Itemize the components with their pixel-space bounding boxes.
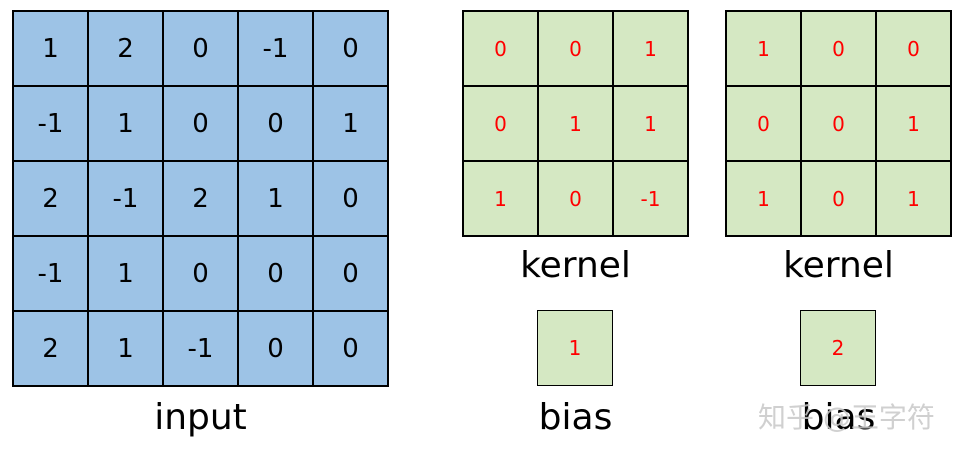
kernel-1-label: kernel xyxy=(520,245,631,286)
bias-2-box: 2 xyxy=(800,310,876,386)
kernel-cell: 0 xyxy=(801,86,876,161)
input-cell: 0 xyxy=(238,311,313,386)
input-cell: 2 xyxy=(13,161,88,236)
input-cell: 1 xyxy=(88,311,163,386)
input-cell: 0 xyxy=(163,86,238,161)
input-cell: 0 xyxy=(238,86,313,161)
input-cell: 1 xyxy=(13,11,88,86)
kernel-cell: 0 xyxy=(876,11,951,86)
input-cell: 2 xyxy=(88,11,163,86)
input-cell: 1 xyxy=(88,236,163,311)
input-cell: 0 xyxy=(313,236,388,311)
input-cell: 2 xyxy=(13,311,88,386)
kernel-cell: 0 xyxy=(538,11,613,86)
input-cell: 0 xyxy=(163,11,238,86)
input-cell: 1 xyxy=(313,86,388,161)
bias-1-label: bias xyxy=(538,397,613,438)
input-cell: 1 xyxy=(88,86,163,161)
kernel-cell: -1 xyxy=(613,161,688,236)
input-cell: 0 xyxy=(313,11,388,86)
kernel-cell: 0 xyxy=(463,11,538,86)
kernel-2-label: kernel xyxy=(783,245,894,286)
input-cell: -1 xyxy=(13,86,88,161)
input-cell: 0 xyxy=(313,161,388,236)
kernel-cell: 1 xyxy=(463,161,538,236)
kernel-cell: 1 xyxy=(876,86,951,161)
input-cell: -1 xyxy=(88,161,163,236)
bias-2-label: bias xyxy=(801,397,876,438)
input-matrix: 1 2 0 -1 0 -1 1 0 0 1 2 -1 2 1 0 -1 1 0 … xyxy=(12,10,389,387)
kernel-cell: 0 xyxy=(726,86,801,161)
kernel-cell: 1 xyxy=(613,86,688,161)
kernel-2-matrix: 1 0 0 0 0 1 1 0 1 xyxy=(725,10,952,237)
kernel-cell: 0 xyxy=(463,86,538,161)
watermark: 知乎 @王字符 xyxy=(758,401,935,434)
kernel-cell: 1 xyxy=(726,11,801,86)
kernel-cell: 1 xyxy=(613,11,688,86)
input-cell: 2 xyxy=(163,161,238,236)
kernel-cell: 0 xyxy=(538,161,613,236)
kernel-cell: 1 xyxy=(538,86,613,161)
input-cell: -1 xyxy=(163,311,238,386)
input-cell: 0 xyxy=(238,236,313,311)
kernel-cell: 1 xyxy=(726,161,801,236)
kernel-cell: 0 xyxy=(801,161,876,236)
kernel-cell: 1 xyxy=(876,161,951,236)
kernel-cell: 0 xyxy=(801,11,876,86)
input-cell: 1 xyxy=(238,161,313,236)
kernel-1-matrix: 0 0 1 0 1 1 1 0 -1 xyxy=(462,10,689,237)
bias-1-box: 1 xyxy=(537,310,613,386)
input-cell: -1 xyxy=(13,236,88,311)
input-cell: 0 xyxy=(163,236,238,311)
input-cell: -1 xyxy=(238,11,313,86)
input-cell: 0 xyxy=(313,311,388,386)
input-label: input xyxy=(154,397,247,438)
